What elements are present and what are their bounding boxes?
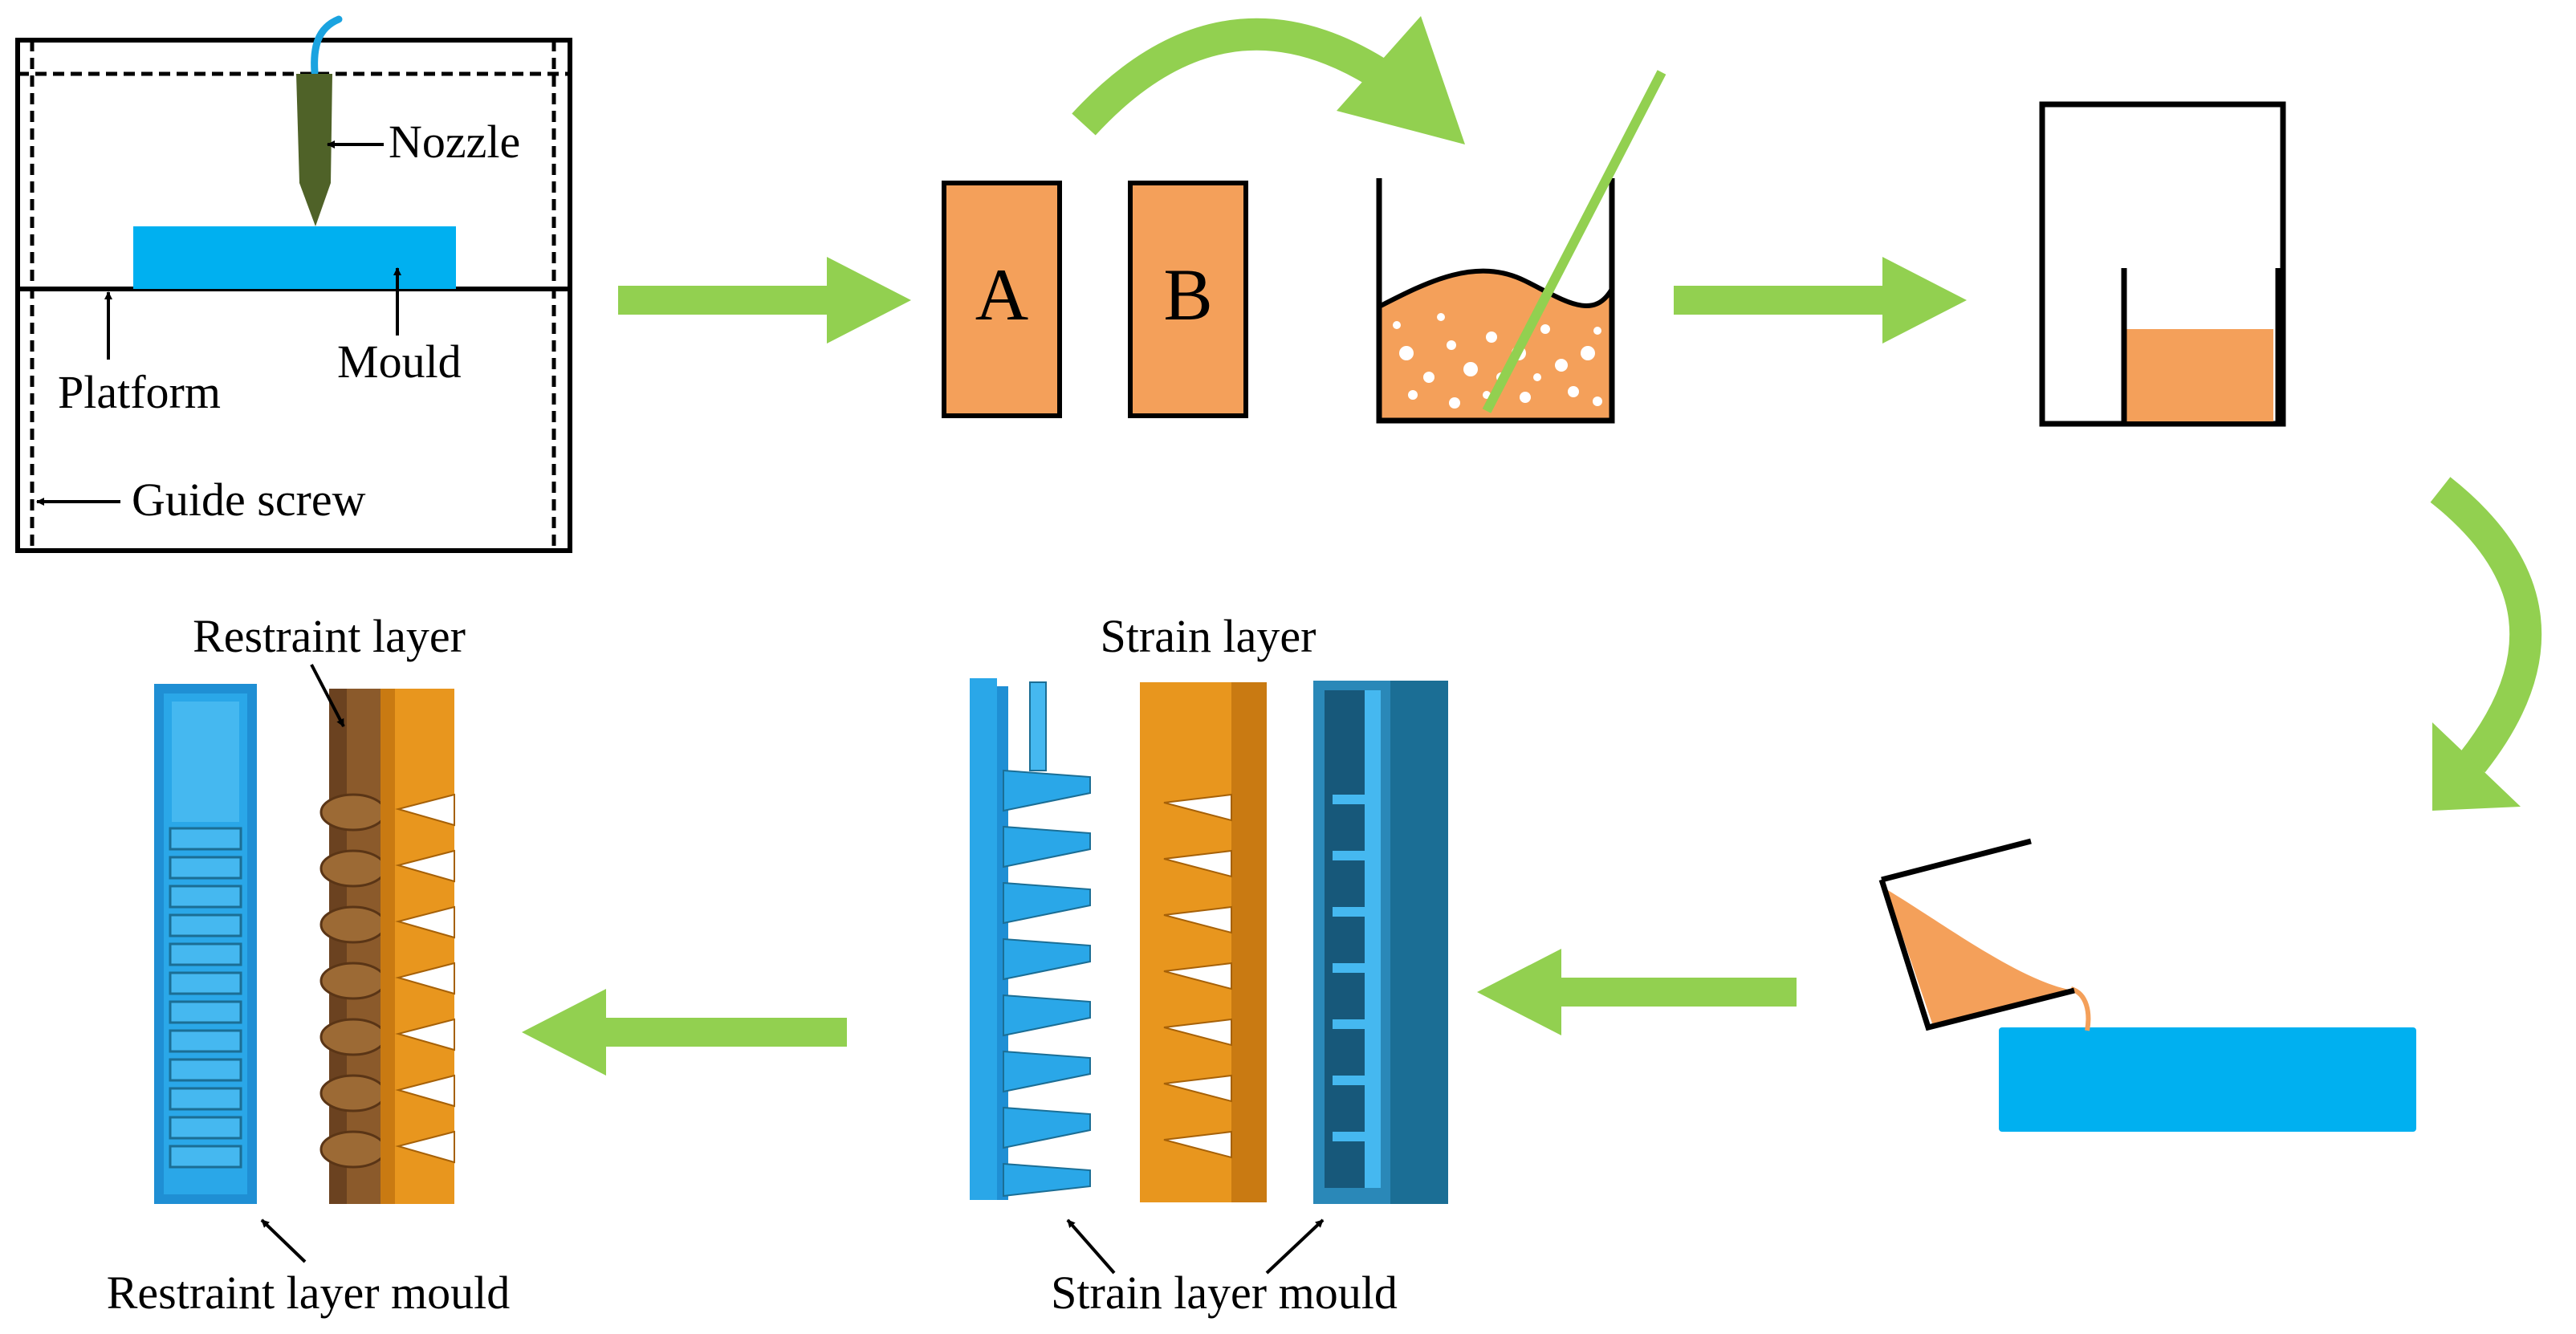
restraint-layer-pointer — [310, 664, 345, 727]
curved-arrow-top — [1072, 18, 1386, 136]
curved-arrow-right-head — [2432, 722, 2521, 811]
nozzle-label: Nozzle — [389, 116, 520, 168]
air-bubbles — [1393, 313, 1602, 409]
component-b-container — [1128, 181, 1248, 418]
strain-mould-left — [970, 678, 1091, 1200]
pouring-silicone — [1886, 889, 2074, 1026]
strain-layer-part — [1140, 682, 1267, 1202]
arrow-left-2 — [522, 989, 847, 1076]
arrow-right-2 — [1674, 257, 1967, 344]
silicone-stream — [2069, 986, 2091, 1031]
strain-layer-panel: Strain layer Strain layer mould — [970, 610, 1448, 1319]
mixed-silicone — [1379, 270, 1612, 421]
restraint-mould — [154, 684, 257, 1204]
mould-label: Mould — [337, 336, 462, 388]
restraint-layer-panel: Restraint layer Restraint layer mould — [107, 610, 511, 1319]
silicone-surface — [1378, 268, 1614, 309]
target-mould — [1999, 1027, 2416, 1132]
component-a-container — [942, 181, 1062, 418]
arrow-left-1 — [1477, 949, 1797, 1035]
strain-layer-mould-label: Strain layer mould — [1051, 1267, 1398, 1319]
printer-frame — [15, 38, 572, 553]
restraint-strain-layer — [380, 689, 455, 1204]
arrow-right-1 — [618, 257, 911, 344]
vacuum-chamber — [2039, 101, 2286, 427]
curved-arrow-right — [2430, 477, 2542, 773]
filament-tube — [311, 15, 343, 76]
restraint-layer-label: Restraint layer — [193, 610, 466, 662]
beaker-outline — [1376, 178, 1615, 424]
degassed-silicone — [2124, 329, 2273, 421]
restraint-mould-pointer — [260, 1218, 307, 1263]
pouring-beaker — [1878, 838, 2075, 1031]
pouring-panel — [1878, 838, 2416, 1132]
stirring-rod — [1482, 70, 1666, 413]
restraint-layer-mould-label: Restraint layer mould — [107, 1267, 511, 1319]
degassing-beaker — [2121, 268, 2281, 424]
component-a-label: A — [975, 254, 1028, 336]
flow-arrows — [522, 16, 2542, 1076]
printed-mould — [133, 226, 456, 289]
guide-screw-label: Guide screw — [132, 474, 366, 526]
component-b-label: B — [1163, 254, 1212, 336]
platform-label: Platform — [58, 366, 221, 418]
strain-mould-right — [1313, 681, 1448, 1204]
printer-panel: Nozzle Platform Mould Guide screw — [15, 15, 572, 553]
restraint-layer-part — [319, 689, 387, 1204]
strain-mould-left-pointer — [1066, 1218, 1116, 1275]
curved-arrow-top-head — [1337, 16, 1465, 144]
mixing-panel: A B — [942, 70, 1666, 424]
strain-mould-right-pointer — [1265, 1218, 1325, 1275]
nozzle-icon — [296, 74, 332, 226]
strain-layer-label: Strain layer — [1101, 610, 1316, 662]
vacuum-panel — [2039, 101, 2286, 427]
